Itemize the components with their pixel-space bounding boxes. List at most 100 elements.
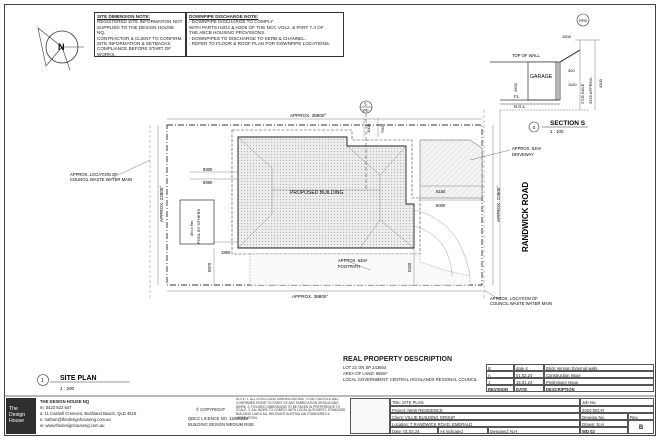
site-dimension-note-title: SITE DIMENSION NOTE:: [97, 14, 151, 19]
job-label: Job No.: [582, 399, 597, 405]
note-line: - DOWNPIPE DISCHARGE TO COMPLY: [189, 19, 274, 25]
north-label: N: [58, 42, 65, 52]
titleblock-location: Location: 7 RANDWICK ROAD, EMERALD: [390, 420, 580, 427]
waste-water-right-line2: COUNCIL WASTE WATER MAIN: [490, 301, 552, 306]
client-label: Client:: [392, 414, 404, 420]
garage-label: GARAGE: [530, 74, 553, 80]
rev-date-cell: 15.01.24: [514, 378, 544, 385]
location-value: 7 RANDWICK ROAD, EMERALD: [410, 421, 473, 427]
logo-word: The: [9, 406, 18, 412]
note-line: THE ABCB HOUSING PROVISIONS.: [189, 30, 266, 36]
dim-7000: 7000: [380, 123, 385, 133]
company-website: w: www.thedesignhouseng.com.au: [40, 423, 105, 428]
titleblock-designed: Designed: N.H: [488, 427, 580, 434]
titleblock-drawing-value: WD 02: [580, 427, 628, 434]
site-plan-title: SITE PLAN: [60, 375, 97, 382]
approx-left-dim: APPROX. 22800°: [159, 186, 164, 222]
approx-right-dim: APPROX. 22800°: [496, 186, 501, 222]
rev-date-cell: date 4: [514, 364, 544, 371]
location-label: Location:: [392, 421, 409, 427]
site-boundary: [166, 124, 483, 286]
note-line: WITH PARTS H2D2 & H2D6 OF THE NCC VOL2. …: [189, 24, 324, 30]
dim-6150: 6150: [436, 189, 446, 194]
designed-value: N.H: [510, 428, 518, 434]
property-lot: LOT 22 ON SP 243664: [343, 365, 387, 370]
section-dim-approx: 3325 APPROX.: [588, 76, 593, 104]
project-label: Project:: [392, 407, 407, 413]
note-line: CONTRACTOR & CLIENT TO CONFIRM: [97, 35, 182, 41]
driveway-area: APPROX. 63m²: [512, 146, 542, 151]
section-marker-sheet: WD: [363, 109, 369, 113]
note-line: COMPLIANCE BEFORE START OF: [97, 46, 172, 52]
titleblock-scale: As indicated: [438, 427, 488, 434]
titleblock-spacer: [350, 398, 390, 434]
date-value: 01.02.24: [403, 428, 420, 434]
section-dim-eave: 2705 EAVE: [580, 83, 585, 104]
rev-cell: B: [486, 364, 514, 371]
company-mobile: m: 0423 823 647: [40, 405, 72, 410]
copyright: © COPYRIGHT: [196, 407, 226, 412]
dim-1850: 1850: [221, 250, 231, 255]
ngl-label: N.G.L: [514, 104, 526, 109]
titleblock-drawing: Drawing No.: [580, 413, 628, 420]
fl-label: F.L: [514, 94, 520, 99]
section-title-letter: S: [533, 125, 536, 130]
titleblock-job-value: 2024-001-R: [580, 406, 654, 413]
rev-cell: 1: [486, 378, 514, 385]
titleblock-rev-value: B: [628, 420, 654, 434]
company-name: THE DESIGN HOUSE NQ: [40, 399, 90, 404]
rev-header: DESCRIPTION: [544, 385, 654, 392]
rev-cell: A: [486, 371, 514, 378]
section-title: SECTION S: [550, 120, 586, 127]
note-line: REGISTERED SITE INFORMATION NOT: [97, 19, 183, 25]
rev-desc-cell: Preliminary Issue: [544, 378, 654, 385]
note-line: WORKS.: [97, 51, 116, 57]
title-label: Title:: [392, 399, 401, 405]
titleblock-rev-label: Rev.: [628, 413, 654, 420]
waste-water-right-line1: APPROX. LOCATION OF: [490, 296, 538, 301]
logo-word: Design: [9, 412, 26, 418]
date-label: Date:: [392, 428, 403, 434]
rev-date-cell: 01.02.24: [514, 371, 544, 378]
qbcc-licence: QBCC LICENCE NO. 15046263: [188, 416, 248, 421]
driveway-label: DRIVEWAY: [512, 152, 534, 157]
section-dim-1500: 1500: [562, 34, 572, 39]
rev-header: REVISION: [486, 385, 514, 392]
road-name: RANDWICK ROAD: [521, 182, 530, 252]
licence-class: BUILDING DESIGN MEDIUM RISE: [188, 422, 255, 427]
section-title-marker: S SECTION S 1 : 100: [528, 120, 588, 134]
north-arrow-icon: N: [37, 27, 84, 71]
company-email: e: nathan@thedesignhouseng.com.au: [40, 417, 111, 422]
note-line: SITE INFORMATION & SETBACKS: [97, 41, 171, 47]
rev-desc-cell: Brick Version External walls: [544, 364, 654, 371]
proposed-building-label: PROPOSED BUILDING: [290, 190, 343, 196]
rpd-label: RPD: [579, 18, 588, 23]
dim-5970: 5970: [207, 262, 212, 272]
downpipe-discharge-note: DOWNPIPE DISCHARGE NOTE: - DOWNPIPE DISC…: [186, 12, 344, 57]
section-s-drawing: RPD TOP OF WALL GARAGE F.L N.G.L 1500 30…: [490, 13, 603, 111]
pool: [179, 199, 215, 245]
section-marker-icon: S WD: [359, 100, 373, 190]
waste-water-left-line2: COUNCIL WASTE WATER MAIN: [70, 177, 132, 182]
titleblock-project: Project: NEW RESIDENCE: [390, 406, 580, 413]
client-value: VILLIE BUILDING GROUP: [405, 414, 456, 420]
proposed-building: [237, 136, 415, 249]
footpath-label: FOOTPATH: [338, 264, 360, 269]
rev-header: DATE: [514, 385, 544, 392]
section-dim-1100: 1100: [568, 82, 577, 87]
property-title: REAL PROPERTY DESCRIPTION: [343, 356, 453, 363]
title-value: SITE PLAN: [402, 399, 424, 405]
site-plan-number: 1: [41, 378, 44, 384]
footpath: [249, 253, 471, 286]
top-of-wall-label: TOP OF WALL: [512, 53, 541, 58]
logo-word: House: [9, 418, 24, 424]
sheet-border: [4, 4, 656, 436]
rev-desc-cell: Construction Issue: [544, 371, 654, 378]
note-line: - DOWNPIPES TO DISCHARGE TO KERB & CHANN…: [189, 35, 307, 41]
section-dim-300: 300: [568, 68, 575, 73]
titleblock-title: Title: SITE PLAN: [390, 398, 580, 406]
dim-1000: 1000: [366, 123, 371, 133]
site-plan-title-block: 1 SITE PLAN 1 : 200: [37, 374, 130, 391]
